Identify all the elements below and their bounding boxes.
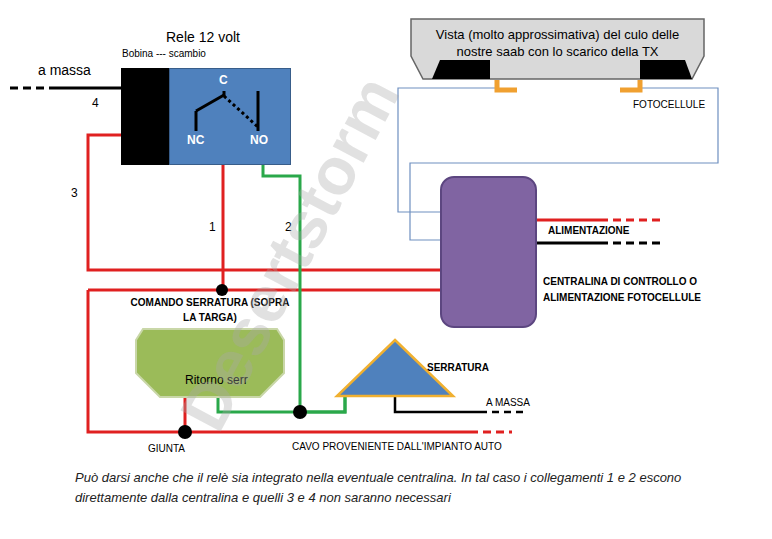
photocell [497, 80, 517, 90]
ground-wire [55, 87, 122, 90]
relay: Rele 12 voltBobina --- scambioCNCNO [121, 68, 290, 165]
photocell [620, 80, 640, 90]
callout-number: 4 [92, 96, 99, 110]
pin-label: NO [250, 133, 268, 147]
pin-label: C [219, 73, 228, 87]
bumper-block [432, 60, 490, 79]
power-wire [537, 219, 600, 222]
control-unit-label: CENTRALINA DI CONTROLLO O ALIMENTAZIONE … [543, 274, 721, 306]
return-label: Ritorno serr [185, 373, 248, 387]
bumper-block [640, 60, 692, 79]
wire [223, 165, 440, 290]
relay-subtitle: Bobina --- scambio [122, 48, 206, 59]
lock-switch: COMANDO SERRATURA (SOPRA LA TARGA)Ritorn… [135, 328, 285, 398]
wire [218, 396, 345, 412]
no-contact [257, 91, 260, 131]
junction-dot [293, 405, 307, 419]
junction-label: GIUNTA [148, 443, 185, 454]
switch-box-shape [170, 69, 292, 166]
lock-switch-shape [135, 328, 285, 398]
switch-arm-alt [224, 96, 258, 127]
lock-switch-outline [136, 329, 284, 397]
ground-wire [600, 242, 665, 245]
ground-wire [480, 411, 525, 414]
red-wire [88, 289, 222, 292]
lock-actuator: SERRATURA [335, 338, 455, 398]
control-unit: CENTRALINA DI CONTROLLO O ALIMENTAZIONE … [440, 176, 537, 328]
car-outline [411, 19, 704, 79]
car-caption: Vista (molto approssimativa) del culo de… [420, 26, 695, 60]
ground-wire [10, 87, 55, 90]
photocell-label: FOTOCELLULE [633, 99, 705, 110]
callout-number: 1 [209, 220, 216, 234]
ground-wire [395, 396, 480, 412]
power-wire [600, 219, 665, 222]
ground-label: A MASSA [486, 397, 530, 408]
junction-dot [178, 425, 192, 439]
junction-dot [216, 284, 228, 296]
power-label: ALIMENTAZIONE [548, 225, 629, 236]
lock-switch-title: COMANDO SERRATURA (SOPRA LA TARGA) [125, 295, 295, 325]
callout-number: 3 [71, 186, 78, 200]
ground-wire [537, 242, 600, 245]
relay-title: Rele 12 volt [166, 29, 240, 45]
nc-contact [195, 111, 198, 131]
switch-box: C NC NO [169, 68, 291, 165]
caption: Può darsi anche che il relè sia integrat… [75, 468, 710, 508]
cable-label: CAVO PROVENIENTE DALL'IMPIANTO AUTO [292, 441, 502, 452]
red-wire [470, 431, 512, 434]
red-wire [88, 290, 470, 432]
lock-label: SERRATURA [427, 362, 489, 373]
pin-label: NC [187, 133, 204, 147]
ground-label: a massa [38, 62, 91, 78]
switch-arm [196, 95, 224, 111]
car-rear-view: Vista (molto approssimativa) del culo de… [410, 18, 705, 80]
callout-number: 2 [285, 220, 292, 234]
